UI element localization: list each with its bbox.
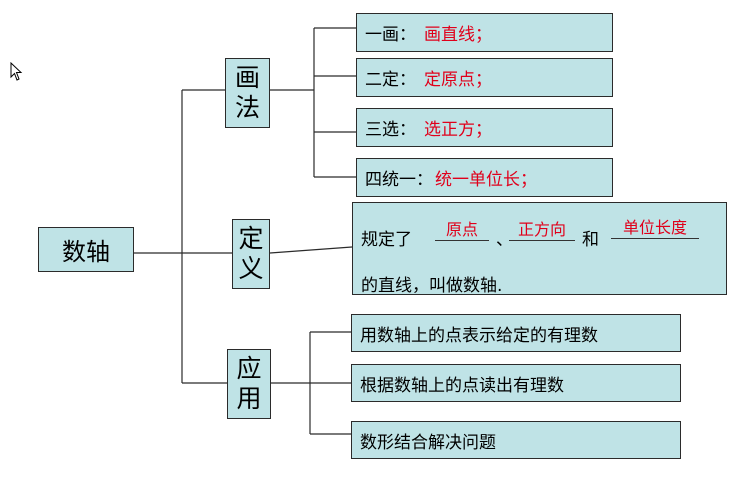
huafa-item-value: 选正方； — [424, 120, 492, 140]
branch-dingyi: 定 义 — [232, 219, 270, 289]
branch-huafa-char-1: 画 — [234, 63, 260, 92]
huafa-item-4: 四统一： 统一单位长； — [356, 158, 613, 197]
huafa-item-value: 统一单位长； — [435, 170, 537, 190]
huafa-item-1: 一画： 画直线； — [356, 13, 613, 52]
branch-yingyong-char-1: 应 — [236, 354, 262, 383]
branch-yingyong: 应 用 — [227, 349, 271, 419]
huafa-item-label: 三选： — [365, 120, 416, 140]
huafa-item-value: 画直线； — [424, 25, 492, 45]
yingyong-item-2: 根据数轴上的点读出有理数 — [351, 364, 681, 402]
yingyong-item-text: 根据数轴上的点读出有理数 — [360, 375, 564, 396]
huafa-item-3: 三选： 选正方； — [356, 108, 613, 147]
definition-blank-origin: 原点 — [435, 220, 489, 241]
definition-separator: 、 — [496, 230, 513, 250]
branch-dingyi-char-1: 定 — [238, 224, 264, 253]
huafa-item-value: 定原点； — [424, 70, 492, 90]
yingyong-item-3: 数形结合解决问题 — [351, 421, 681, 459]
branch-huafa-char-2: 法 — [234, 93, 260, 122]
definition-blank-direction: 正方向 — [509, 220, 575, 241]
definition-conjunction: 和 — [582, 230, 599, 250]
huafa-item-label: 二定： — [365, 70, 416, 90]
huafa-item-2: 二定： 定原点； — [356, 58, 613, 97]
mouse-cursor-icon — [10, 62, 23, 81]
yingyong-item-1: 用数轴上的点表示给定的有理数 — [351, 314, 681, 352]
yingyong-item-text: 用数轴上的点表示给定的有理数 — [360, 325, 598, 346]
branch-dingyi-char-2: 义 — [238, 254, 264, 283]
definition-prefix: 规定了 — [361, 230, 412, 250]
branch-huafa: 画 法 — [225, 58, 270, 128]
huafa-item-label: 一画： — [365, 25, 416, 45]
root-label: 数轴 — [62, 238, 110, 266]
definition-box: 规定了 原点 、 正方向 和 单位长度 的直线，叫做数轴. — [352, 202, 727, 296]
definition-blank-unit: 单位长度 — [611, 218, 699, 239]
branch-yingyong-char-2: 用 — [236, 384, 262, 413]
yingyong-item-text: 数形结合解决问题 — [360, 432, 496, 453]
huafa-item-label: 四统一： — [365, 170, 433, 190]
definition-line-2: 的直线，叫做数轴. — [361, 276, 503, 296]
root-node: 数轴 — [38, 227, 134, 272]
